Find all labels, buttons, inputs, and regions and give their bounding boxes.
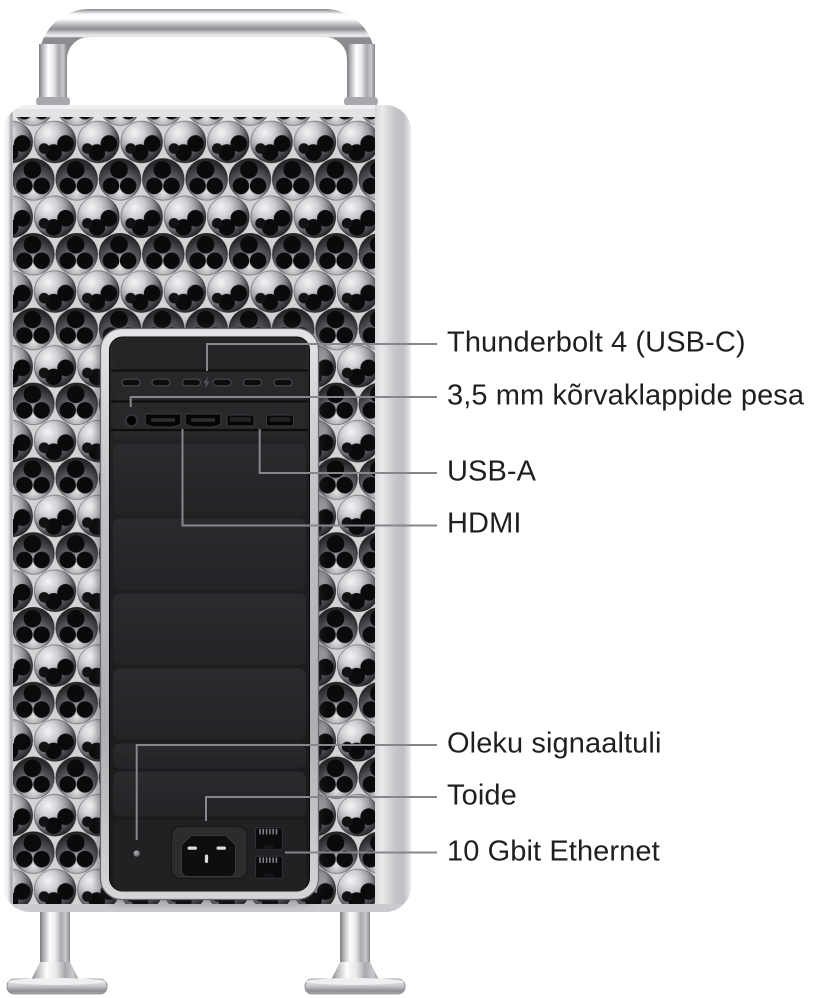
access-door	[96, 324, 323, 904]
thunderbolt-usb-c-ports	[121, 376, 293, 389]
expansion-slot-covers	[113, 432, 306, 891]
mac-pro-foot-right	[304, 910, 406, 995]
callout-label-hdmi: HDMI	[447, 507, 522, 540]
callout-label-ethernet: 10 Gbit Ethernet	[447, 835, 660, 868]
usb-a-port-2	[266, 414, 294, 427]
usb-a-port-1	[226, 414, 255, 427]
mac-pro-foot-left	[6, 910, 108, 995]
callout-line-hdmi	[181, 429, 437, 527]
callout-lines	[129, 343, 437, 854]
headphone-jack	[124, 413, 139, 428]
callout-label-power: Toide	[447, 779, 517, 812]
callout-label-status-light: Oleku signaaltuli	[447, 727, 662, 760]
thunderbolt-bolt-icon	[203, 376, 210, 389]
callout-line-power	[205, 796, 437, 821]
status-light	[133, 850, 140, 857]
callout-label-usb-a: USB-A	[447, 455, 537, 488]
hdmi-port-2	[184, 413, 222, 428]
ethernet-port-1	[255, 827, 283, 851]
power-inlet	[171, 826, 248, 879]
mac-pro-handle	[36, 9, 378, 106]
callout-line-status-light	[135, 744, 437, 840]
callout-label-headphone: 3,5 mm kõrvaklappide pesa	[447, 379, 805, 412]
callout-line-usb-a	[258, 429, 437, 474]
callout-line-thunderbolt	[206, 343, 437, 371]
callout-line-headphone	[129, 396, 437, 407]
ethernet-port-2	[255, 855, 283, 879]
hdmi-port-1	[144, 413, 182, 428]
callout-label-thunderbolt: Thunderbolt 4 (USB-C)	[447, 326, 746, 359]
